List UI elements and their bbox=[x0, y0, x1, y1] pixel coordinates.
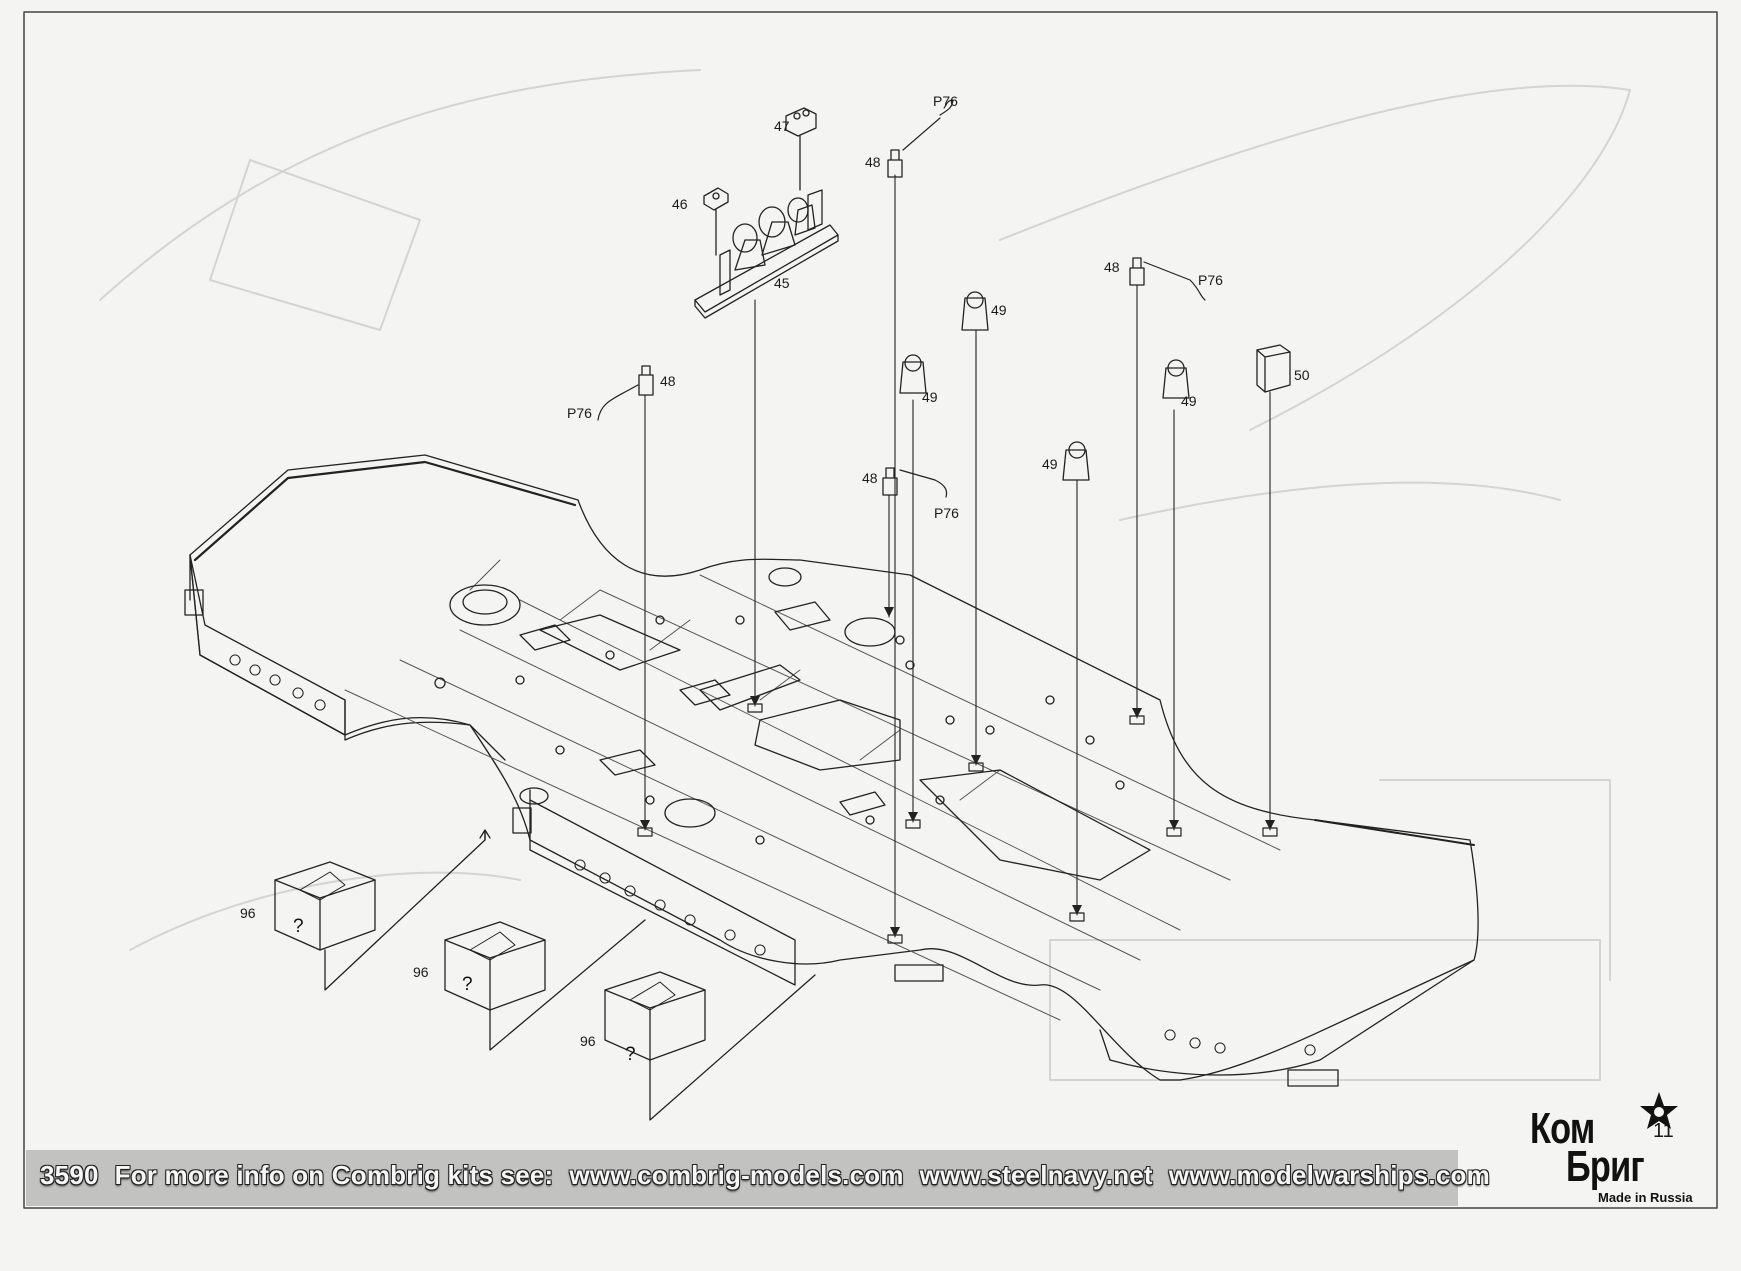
brand-line-2: Бриг bbox=[1566, 1142, 1645, 1191]
link-steelnavy[interactable]: www.steelnavy.net bbox=[919, 1160, 1153, 1190]
bow-side bbox=[189, 554, 346, 736]
label-47: 47 bbox=[774, 118, 790, 134]
label-49-c: 49 bbox=[1042, 456, 1058, 472]
unknown-mark-c: ? bbox=[625, 1044, 636, 1065]
label-96-c: 96 bbox=[580, 1033, 596, 1049]
label-48-top: 48 bbox=[865, 154, 881, 170]
label-96-a: 96 bbox=[240, 905, 256, 921]
side-casemates bbox=[229, 654, 1316, 1056]
deck-planking bbox=[344, 559, 1281, 1021]
hatch-3 bbox=[599, 749, 656, 776]
deck-well-3 bbox=[919, 769, 1151, 881]
bleed-through-ghost bbox=[99, 69, 1631, 1081]
deck-well bbox=[539, 614, 681, 671]
info-text: For more info on Combrig kits see: bbox=[114, 1160, 554, 1190]
label-48-mid: 48 bbox=[862, 470, 878, 486]
gunport-bow bbox=[184, 589, 204, 616]
link-combrig[interactable]: www.combrig-models.com bbox=[569, 1160, 904, 1190]
barbette-mid bbox=[844, 617, 896, 647]
part-45-winch-bed bbox=[694, 189, 839, 319]
label-p76-right: P76 bbox=[1198, 272, 1223, 288]
page-border bbox=[23, 11, 1718, 1209]
barbette-forward bbox=[449, 584, 521, 626]
label-p76-top: P76 bbox=[933, 93, 958, 109]
label-48-right: 48 bbox=[1104, 259, 1120, 275]
hatch-5 bbox=[839, 791, 886, 816]
label-p76-mid: P76 bbox=[934, 505, 959, 521]
deck-vents bbox=[434, 615, 1125, 845]
arrowheads bbox=[640, 607, 1275, 937]
brand-tagline: Made in Russia bbox=[1598, 1190, 1693, 1205]
mount-pads bbox=[637, 703, 1278, 944]
label-49-b: 49 bbox=[922, 389, 938, 405]
assembly-lines bbox=[644, 174, 1271, 938]
unknown-mark-a: ? bbox=[293, 916, 304, 937]
deck-outline bbox=[189, 454, 1479, 1081]
hatch-4 bbox=[774, 601, 831, 631]
star-icon bbox=[1640, 1092, 1678, 1129]
label-96-b: 96 bbox=[413, 964, 429, 980]
deck-well-2 bbox=[754, 699, 901, 771]
part-49-capstans bbox=[899, 291, 1190, 481]
label-48-left: 48 bbox=[660, 373, 676, 389]
hatch-1 bbox=[519, 624, 571, 651]
hatch-2 bbox=[679, 679, 731, 706]
label-p76-left: P76 bbox=[567, 405, 592, 421]
label-49-a: 49 bbox=[991, 302, 1007, 318]
part-96-boxes bbox=[274, 829, 816, 1121]
barbette-aft bbox=[664, 798, 716, 828]
main-deck bbox=[184, 454, 1479, 1087]
port-side bbox=[529, 789, 796, 986]
gunport-stern-b bbox=[1287, 1069, 1339, 1087]
brand-line-1: Ком bbox=[1530, 1104, 1595, 1153]
part-50-block bbox=[1256, 344, 1291, 393]
bow-bulwark bbox=[193, 460, 577, 562]
part-labels: 47 46 45 P76 48 48 P76 48 P76 49 49 49 4… bbox=[240, 93, 1674, 1142]
part-46 bbox=[703, 187, 729, 256]
stern-bulwark bbox=[1314, 819, 1475, 846]
mid-side bbox=[344, 699, 506, 761]
stern-side bbox=[1099, 959, 1475, 1076]
part-47 bbox=[785, 107, 817, 191]
kit-number: 3590 bbox=[40, 1160, 99, 1190]
deck-well-4 bbox=[699, 664, 801, 711]
gunport-stern-a bbox=[894, 964, 944, 982]
unknown-mark-b: ? bbox=[462, 974, 473, 995]
brand-logo: Ком Бриг Made in Russia bbox=[1528, 1090, 1708, 1205]
label-45: 45 bbox=[774, 275, 790, 291]
footer-banner: 3590 For more info on Combrig kits see: ww… bbox=[26, 1150, 1490, 1206]
gunport-mid bbox=[512, 807, 532, 834]
label-46: 46 bbox=[672, 196, 688, 212]
part-p76-wires bbox=[597, 99, 1206, 498]
part-48-pedestals bbox=[638, 149, 1145, 496]
link-modelwarships[interactable]: www.modelwarships.com bbox=[1168, 1160, 1490, 1190]
label-50: 50 bbox=[1294, 367, 1310, 383]
label-49-d: 49 bbox=[1181, 393, 1197, 409]
footer-text: 3590 For more info on Combrig kits see: ww… bbox=[40, 1160, 1506, 1191]
